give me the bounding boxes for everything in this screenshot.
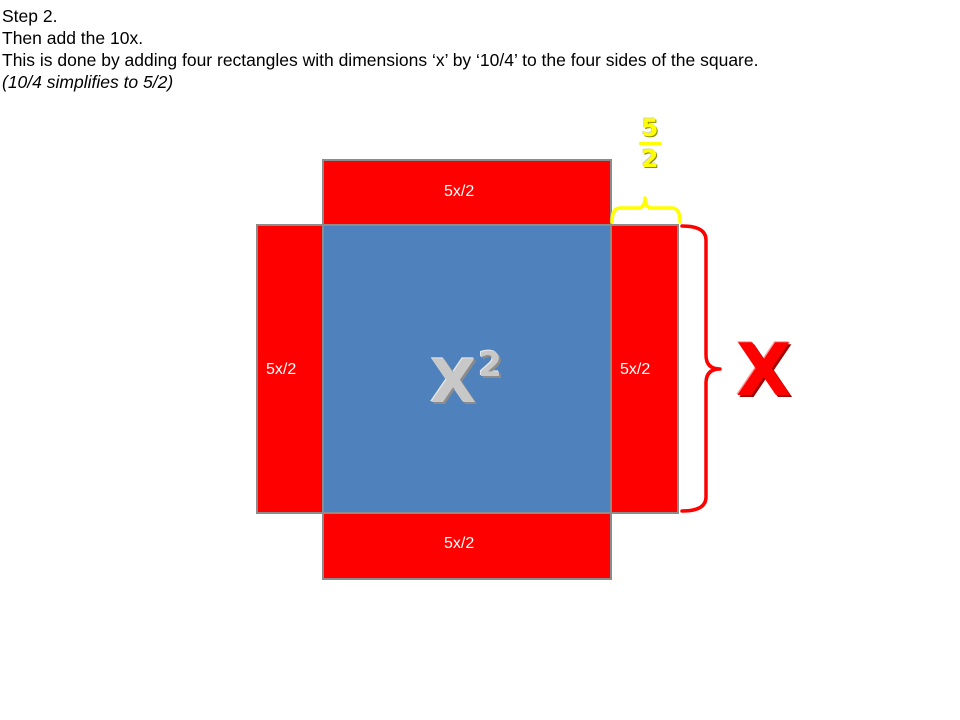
fraction-numerator: 5 (639, 114, 661, 145)
left-rectangle-label: 5x/2 (266, 361, 297, 378)
fraction-label: 5 2 (634, 114, 666, 173)
side-length-label: X (736, 328, 792, 412)
center-exponent: 2 (478, 345, 502, 385)
top-rectangle (322, 159, 612, 228)
step-instruction: Then add the 10x. (2, 28, 144, 48)
fraction-denominator: 2 (641, 145, 659, 173)
bottom-rectangle-label: 5x/2 (444, 535, 475, 552)
step-explanation: This is done by adding four rectangles w… (2, 50, 759, 70)
center-square-label: X2 (430, 330, 502, 417)
right-rectangle-label: 5x/2 (620, 361, 651, 378)
top-rectangle-label: 5x/2 (444, 183, 475, 200)
center-square (322, 224, 612, 514)
instruction-text: Step 2. Then add the 10x. This is done b… (2, 5, 758, 93)
step-heading: Step 2. (2, 6, 58, 26)
center-base: X (430, 347, 477, 417)
right-rectangle (610, 224, 679, 514)
yellow-brace (610, 196, 682, 224)
bottom-rectangle (322, 511, 612, 580)
step-note: (10/4 simplifies to 5/2) (2, 72, 174, 92)
red-brace (680, 224, 722, 513)
